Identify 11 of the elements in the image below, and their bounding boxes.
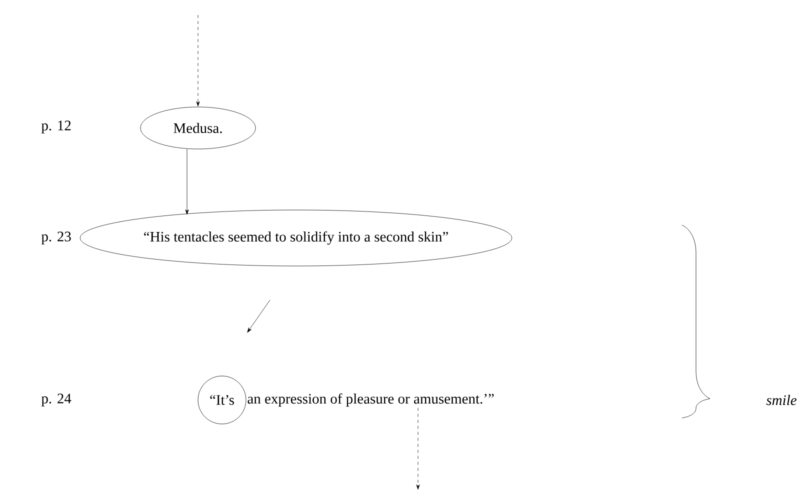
arrow [416,408,420,490]
ellipse-node: Medusa. [140,106,256,150]
annotation-word: smile [766,394,796,406]
arrow [185,149,189,215]
arrow [247,300,270,333]
arrow [196,14,200,106]
page-number: p. 12 [41,120,71,134]
ellipse-node: “His tentacles seemed to solidify into a second skin” [80,210,512,266]
sentence-text: an expression of pleasure or amusement.’” [248,393,494,407]
circled-word: “It’s [198,376,246,424]
page-number: p. 24 [41,394,72,406]
